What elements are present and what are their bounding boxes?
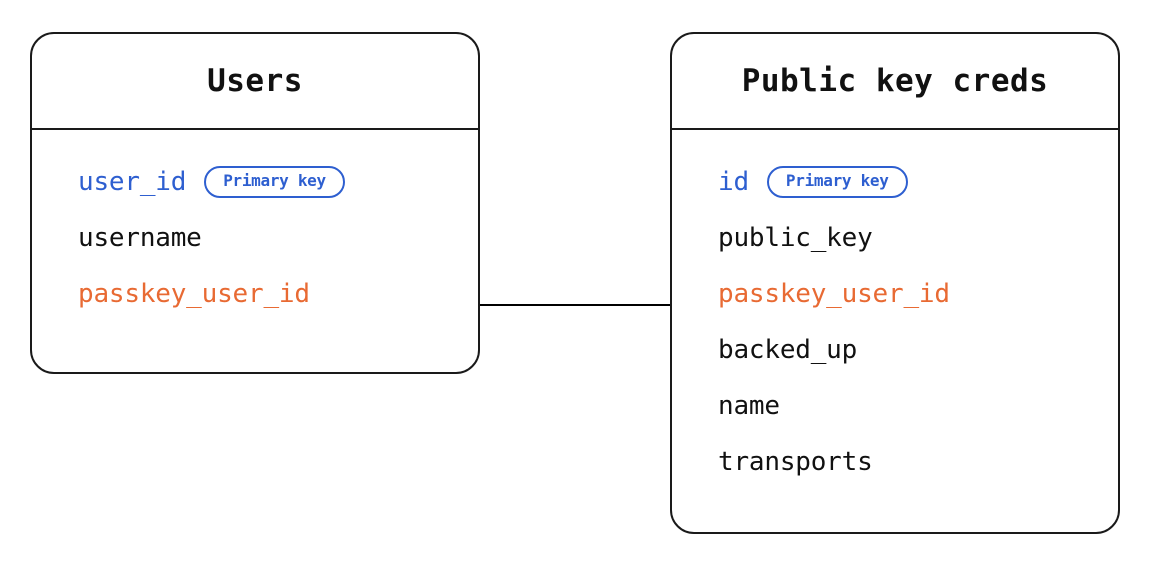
field-row[interactable]: backed_up [672,322,1118,378]
entity-title: Users [207,63,303,99]
field-row[interactable]: public_key [672,210,1118,266]
relationship-connector-users-to-creds [480,304,670,306]
primary-key-badge: Primary key [766,166,908,198]
field-row[interactable]: transports [672,434,1118,490]
entity-title: Public key creds [741,63,1049,99]
field-row[interactable]: passkey_user_id [32,266,478,322]
field-row[interactable]: user_id Primary key [32,154,478,210]
field-row[interactable]: username [32,210,478,266]
entity-header-public-key-creds: Public key creds [672,34,1118,130]
field-name-id: id [718,167,749,197]
field-name-passkey_user_id: passkey_user_id [78,279,310,309]
field-name-transports: transports [718,447,873,477]
field-row[interactable]: id Primary key [672,154,1118,210]
field-name-public_key: public_key [718,223,873,253]
field-row[interactable]: passkey_user_id [672,266,1118,322]
field-name-passkey_user_id: passkey_user_id [718,279,950,309]
field-name-username: username [78,223,202,253]
field-name-user_id: user_id [78,167,187,197]
field-name-backed_up: backed_up [718,335,858,365]
entity-header-users: Users [32,34,478,130]
field-row[interactable]: name [672,378,1118,434]
primary-key-badge: Primary key [204,166,345,198]
field-name-name: name [718,391,780,421]
